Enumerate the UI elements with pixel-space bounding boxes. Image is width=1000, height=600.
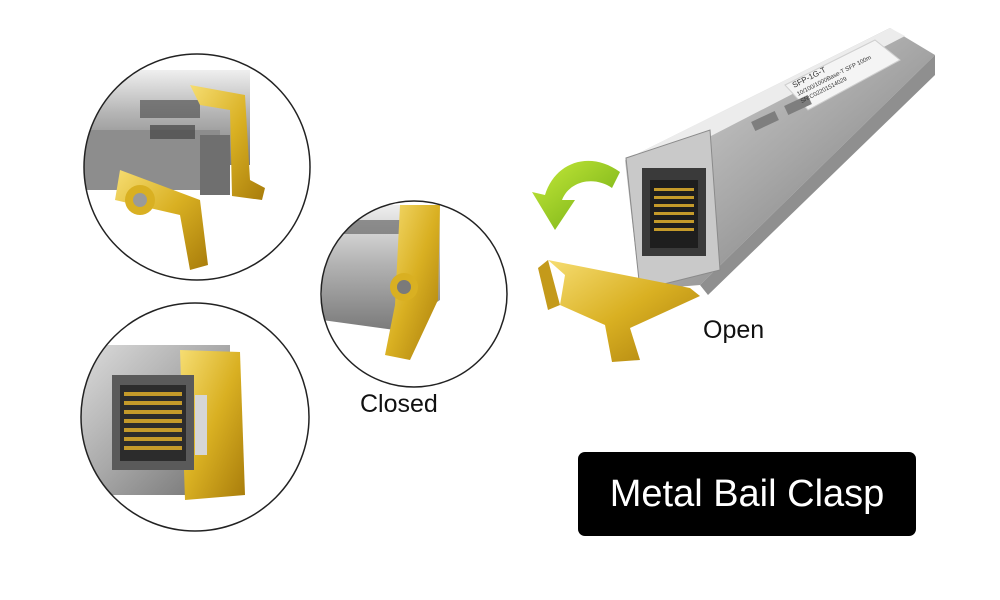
closed-label: Closed [360,390,438,418]
sfp-module [538,28,935,362]
rotation-arrow-icon [532,160,620,230]
title-banner: Metal Bail Clasp [578,452,916,536]
closeup-closed-bail [320,200,508,388]
open-label: Open [703,316,765,344]
banner-title: Metal Bail Clasp [609,473,885,515]
closeup-open-bail [83,53,311,281]
closeup-rj45-port [80,302,310,532]
